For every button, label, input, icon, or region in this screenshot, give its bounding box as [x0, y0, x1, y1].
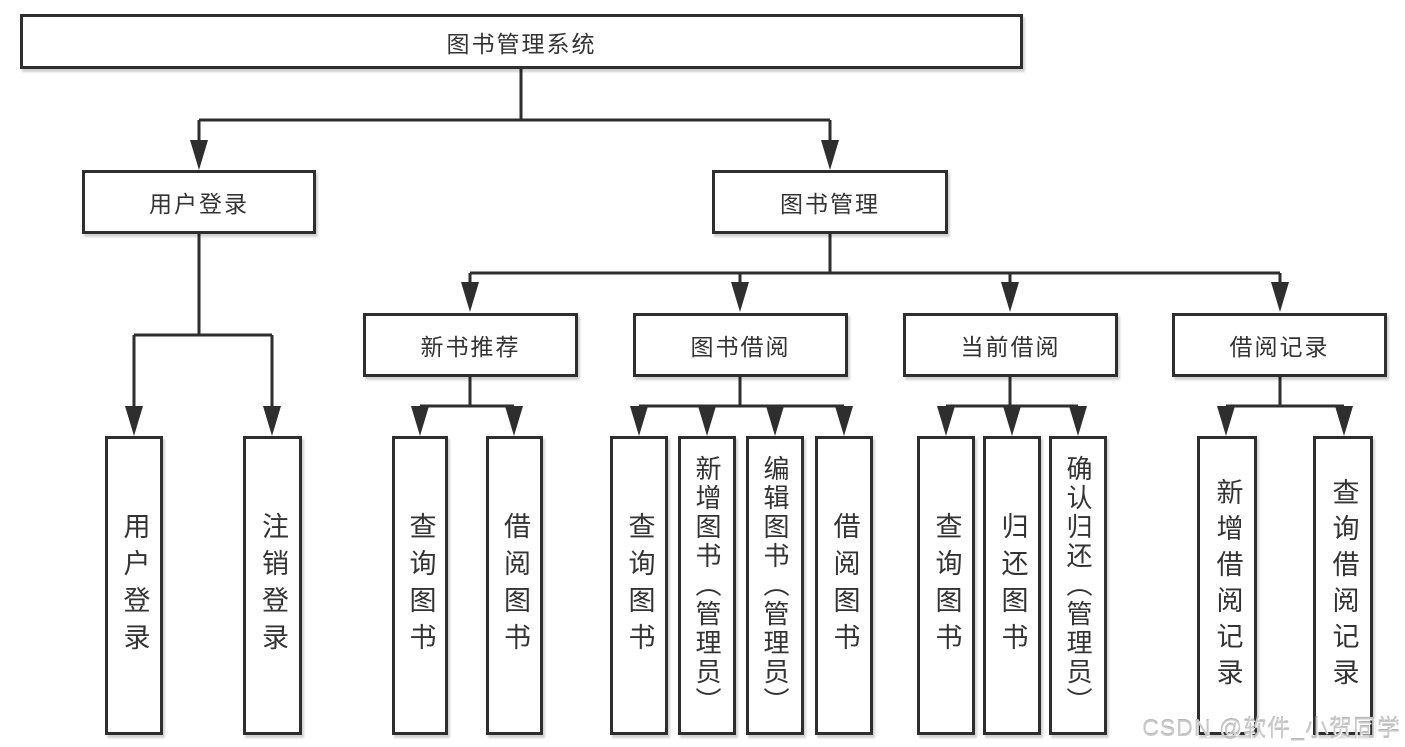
leaf-br-query-record-label: 查询借阅记录	[1328, 477, 1359, 694]
leaf-bb-edit-books-admin-label: 编辑图书（管理员）	[760, 455, 790, 716]
node-new-book-recommend: 新书推荐	[363, 313, 578, 377]
leaf-bb-query-books: 查询图书	[610, 436, 668, 735]
leaf-nb-borrow-books: 借阅图书	[486, 436, 543, 735]
leaf-logout-label: 注销登录	[258, 511, 288, 660]
leaf-cb-query-books: 查询图书	[917, 436, 975, 735]
leaf-bb-borrow-books-label: 借阅图书	[829, 511, 860, 660]
leaf-br-add-record-label: 新增借阅记录	[1212, 477, 1243, 694]
node-book-management: 图书管理	[712, 170, 948, 234]
node-book-management-label: 图书管理	[780, 191, 880, 217]
leaf-logout: 注销登录	[243, 436, 302, 735]
node-new-book-recommend-label: 新书推荐	[420, 334, 521, 360]
csdn-watermark: CSDN @软件_小贺同学	[1142, 715, 1401, 741]
node-root: 图书管理系统	[20, 14, 1023, 69]
node-book-borrow-label: 图书借阅	[690, 334, 791, 360]
leaf-br-add-record: 新增借阅记录	[1197, 436, 1257, 735]
leaf-nb-borrow-books-label: 借阅图书	[500, 511, 530, 660]
leaf-bb-add-books-admin: 新增图书（管理员）	[678, 436, 736, 735]
leaf-cb-confirm-return-admin-label: 确认归还（管理员）	[1063, 455, 1093, 716]
leaf-cb-confirm-return-admin: 确认归还（管理员）	[1049, 436, 1107, 735]
node-current-borrow-label: 当前借阅	[960, 334, 1061, 360]
node-book-borrow: 图书借阅	[633, 313, 848, 377]
node-root-label: 图书管理系统	[446, 30, 597, 57]
node-borrow-record-label: 借阅记录	[1229, 334, 1330, 360]
node-user-login-label: 用户登录	[149, 191, 249, 217]
leaf-bb-add-books-admin-label: 新增图书（管理员）	[692, 455, 722, 716]
leaf-cb-return-books: 归还图书	[983, 436, 1041, 735]
leaf-bb-borrow-books: 借阅图书	[815, 436, 873, 735]
leaf-bb-query-books-label: 查询图书	[624, 511, 655, 660]
node-borrow-record: 借阅记录	[1172, 313, 1387, 377]
leaf-user-login-label: 用户登录	[119, 511, 150, 660]
node-user-login: 用户登录	[82, 170, 316, 234]
leaf-user-login: 用户登录	[105, 436, 163, 735]
leaf-cb-return-books-label: 归还图书	[997, 511, 1028, 660]
leaf-br-query-record: 查询借阅记录	[1313, 436, 1373, 735]
node-current-borrow: 当前借阅	[903, 313, 1118, 377]
leaf-nb-query-books: 查询图书	[392, 436, 448, 735]
leaf-bb-edit-books-admin: 编辑图书（管理员）	[746, 436, 804, 735]
leaf-cb-query-books-label: 查询图书	[931, 511, 962, 660]
leaf-nb-query-books-label: 查询图书	[405, 511, 436, 660]
